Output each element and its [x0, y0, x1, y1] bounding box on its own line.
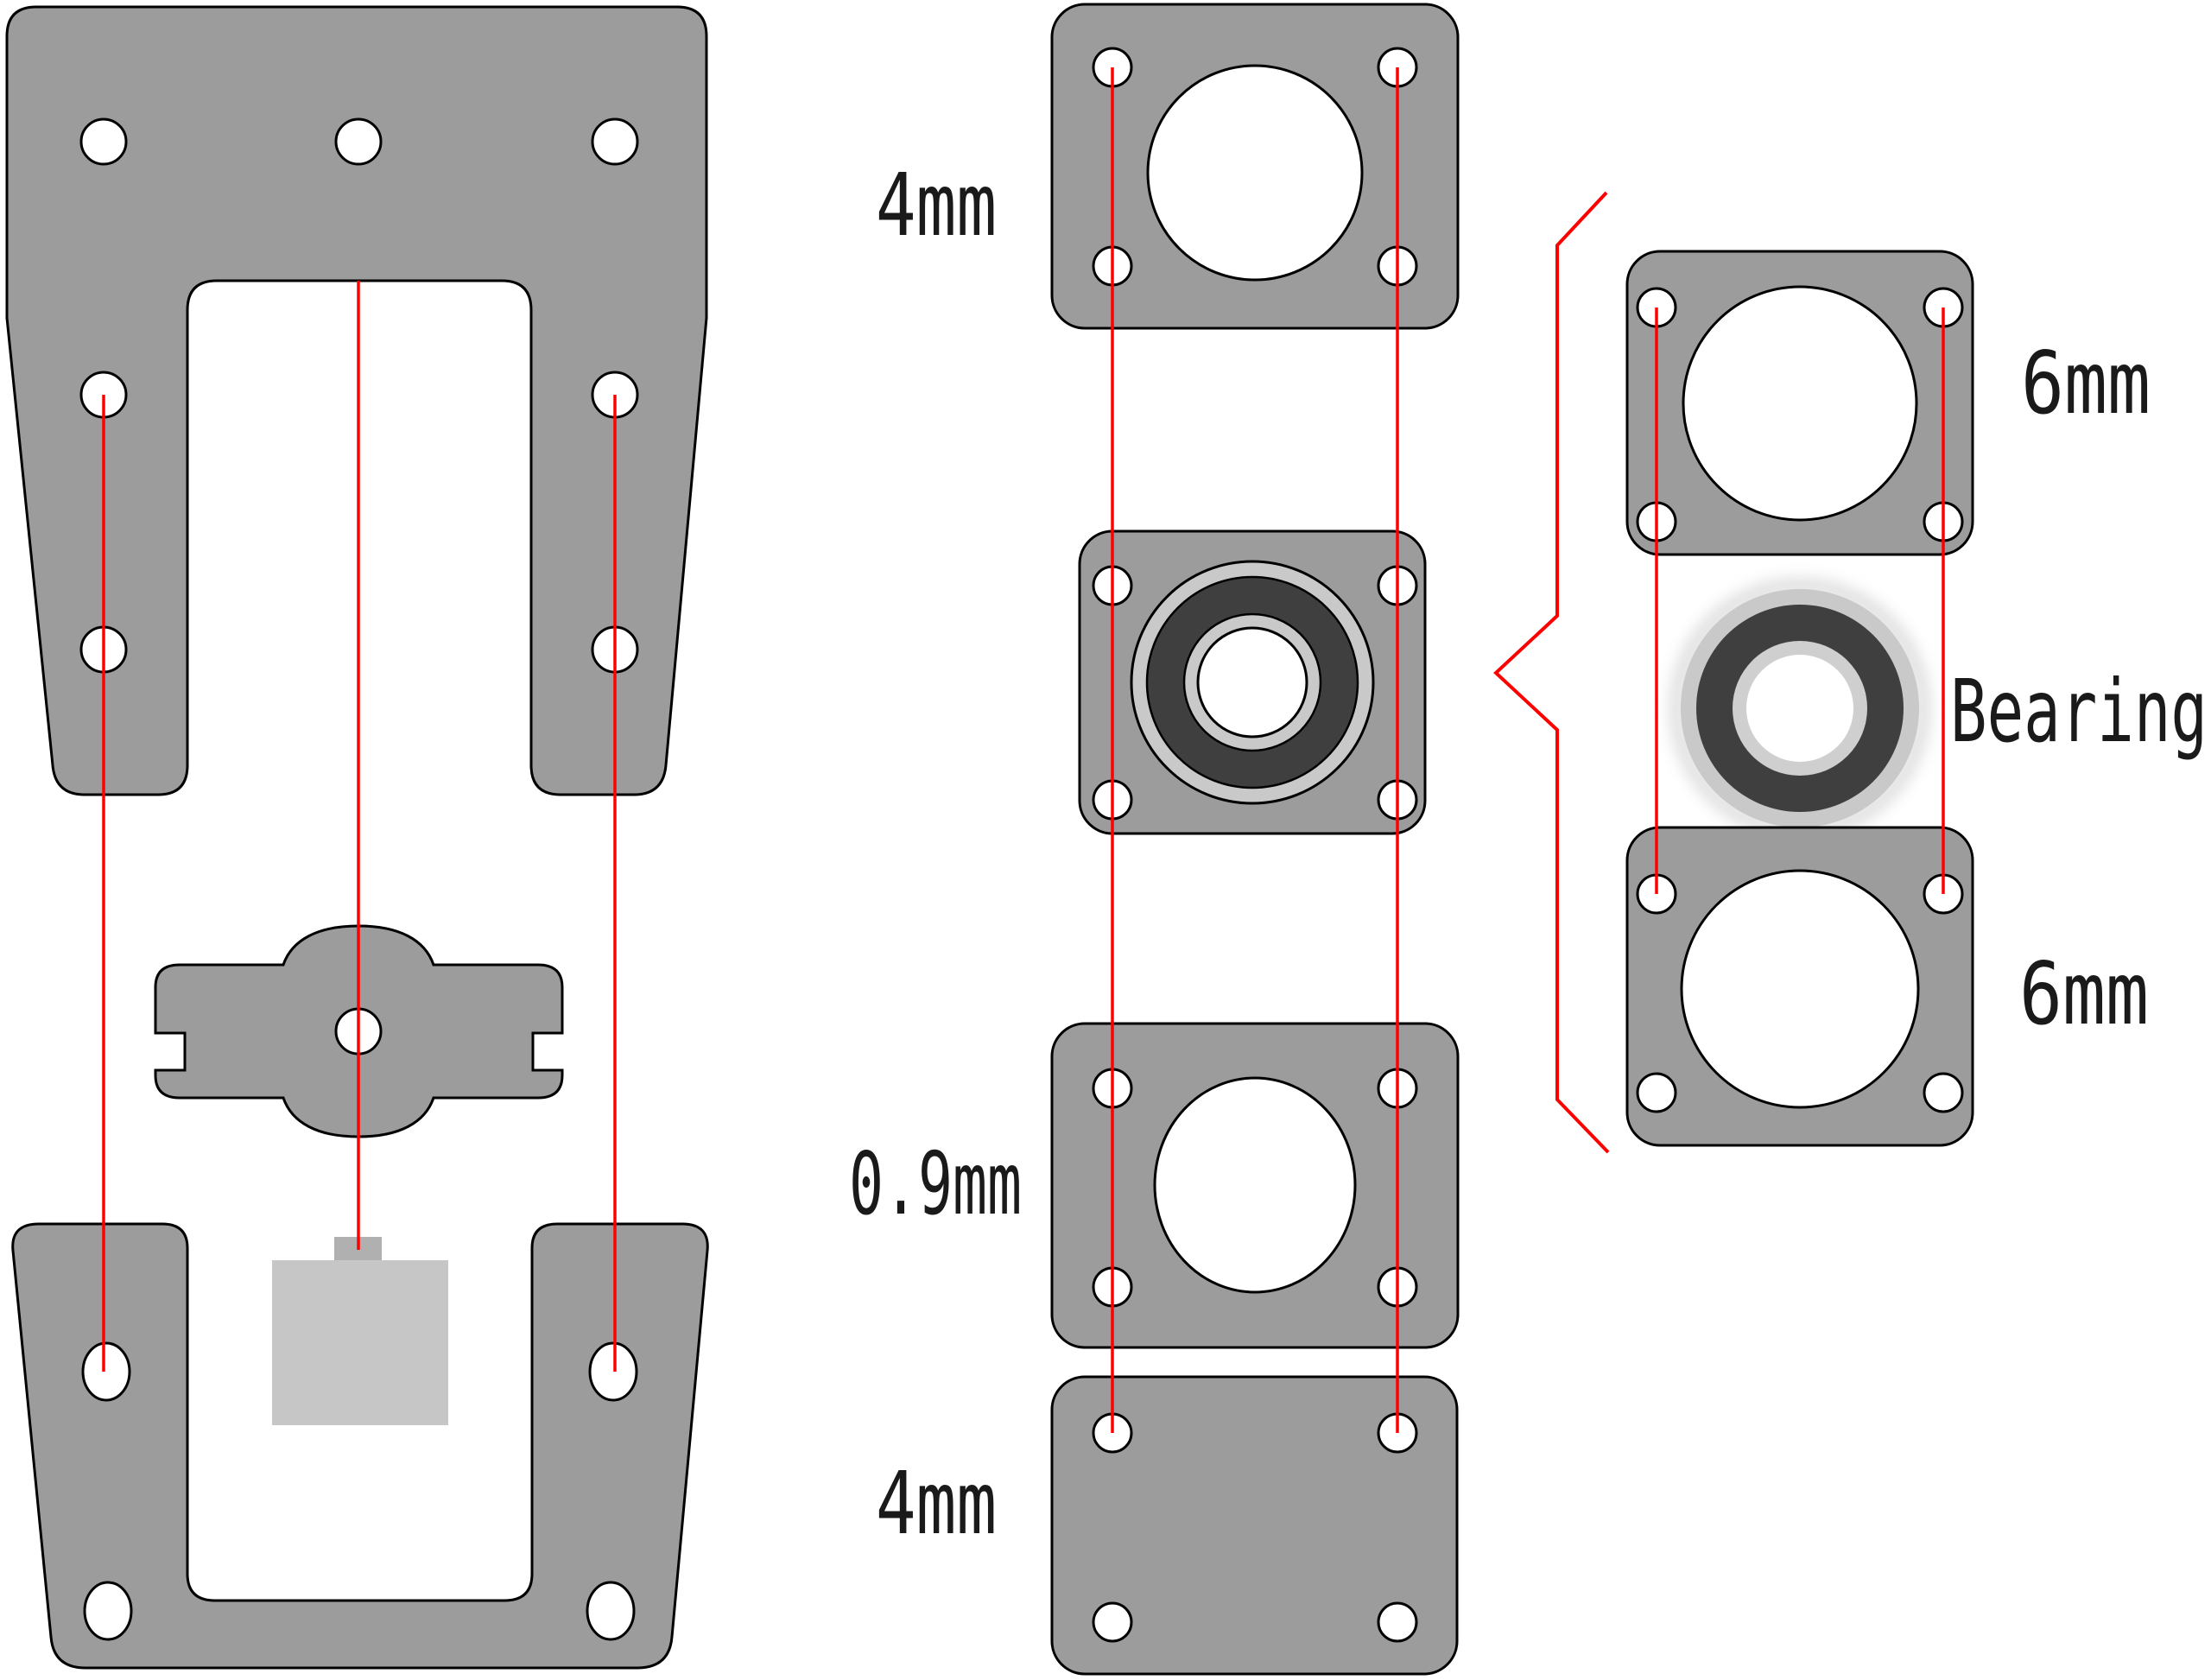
center-bore: [1153, 1076, 1357, 1294]
mount-hole: [81, 1341, 131, 1402]
center-bore: [1146, 64, 1364, 282]
center-bore: [1680, 869, 1920, 1109]
plate-6mm-top: [1625, 250, 1974, 556]
plate-09mm: [1050, 1022, 1460, 1349]
plate-6mm-bottom: [1625, 826, 1974, 1147]
label-4mm-top: 4mm: [876, 155, 997, 256]
servo-case: [272, 1260, 448, 1425]
label-bearing: Bearing: [1950, 661, 2208, 762]
label-6mm-top: 6mm: [2021, 333, 2151, 434]
corner-hole: [1377, 1601, 1418, 1643]
center-bore: [1682, 285, 1918, 522]
grouping-brace: [1493, 191, 1610, 1154]
corner-hole: [1923, 1072, 1964, 1113]
middle-alignment-lines: [1111, 67, 1399, 1433]
bearing-standalone: [1669, 577, 1931, 840]
label-4mm-bottom: 4mm: [876, 1453, 997, 1554]
label-6mm-bottom: 6mm: [2019, 943, 2149, 1044]
mount-hole: [586, 1581, 636, 1641]
bearing-bore: [1196, 626, 1308, 739]
mount-hole: [588, 1341, 638, 1402]
dimension-labels: 4mm 0.9mm 4mm 6mm 6mm Bearing: [849, 155, 2208, 1554]
mount-hole: [79, 117, 128, 166]
mount-hole: [83, 1581, 133, 1641]
corner-hole: [1092, 1601, 1133, 1643]
bearing-bore: [1746, 655, 1853, 762]
right-alignment-lines: [1655, 307, 1945, 894]
mount-hole: [591, 117, 639, 166]
pan-bracket-outline: [5, 5, 708, 796]
tilt-bracket-plate: [11, 1222, 709, 1670]
label-09mm: 0.9mm: [849, 1133, 1022, 1234]
left-alignment-lines: [102, 281, 617, 1372]
plate-4mm-top: [1050, 3, 1460, 330]
mount-hole: [334, 117, 383, 166]
tilt-bracket-outline: [11, 1222, 709, 1670]
plate-4mm-bottom-outline: [1050, 1375, 1459, 1676]
corner-hole: [1636, 1072, 1677, 1113]
servo-body: [272, 1237, 448, 1425]
bearing-housing-plate: [1078, 529, 1427, 835]
plate-4mm-bottom: [1050, 1375, 1459, 1676]
pan-bracket-plate: [5, 5, 708, 796]
